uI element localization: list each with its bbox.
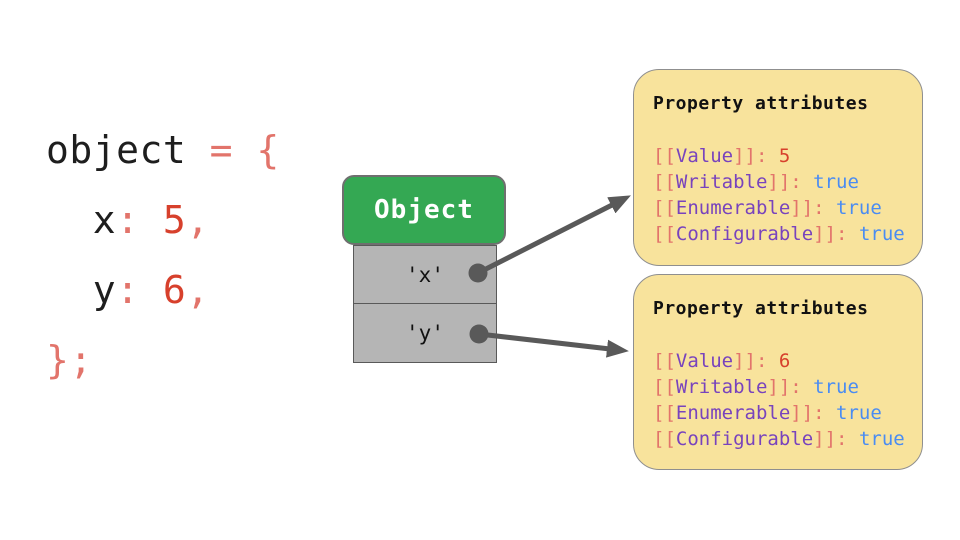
code-token: object — [46, 128, 187, 172]
code-token: 6 — [162, 268, 187, 312]
object-header: Object — [342, 175, 506, 245]
code-token: y — [46, 268, 117, 312]
attr-rows: [[Value]]: 6 [[Writable]]: true [[Enumer… — [653, 348, 912, 452]
property-attributes-card-y: Property attributes [[Value]]: 6 [[Writa… — [633, 274, 923, 470]
attr-row: [[Enumerable]]: true — [653, 195, 912, 221]
attr-bracket: ]]: — [733, 350, 779, 372]
attr-bracket: [[ — [653, 145, 676, 167]
attr-name: Enumerable — [675, 197, 791, 219]
attr-name: Writable — [675, 171, 768, 193]
attr-value: true — [813, 171, 859, 193]
attr-bracket: ]]: — [813, 428, 859, 450]
attr-name: Value — [675, 350, 734, 372]
attr-bracket: ]]: — [790, 402, 837, 424]
slot-label: 'x' — [406, 262, 444, 287]
attr-value: true — [858, 428, 905, 450]
attr-bracket: ]]: — [733, 145, 779, 167]
card-title: Property attributes — [653, 93, 869, 114]
attr-row: [[Writable]]: true — [653, 169, 912, 195]
slot-label: 'y' — [406, 320, 444, 345]
code-token: 5 — [162, 198, 187, 242]
code-line: object = { x: 5, y: 6, }; — [46, 128, 280, 382]
attr-name: Writable — [675, 376, 768, 398]
attr-bracket: ]]: — [813, 223, 859, 245]
attr-bracket: ]]: — [790, 197, 837, 219]
attr-name: Configurable — [675, 428, 814, 450]
code-token: x — [46, 198, 117, 242]
code-token: : — [116, 268, 163, 312]
attr-name: Value — [675, 145, 734, 167]
object-slot-table: 'x' 'y' — [353, 245, 497, 363]
attr-value: true — [858, 223, 905, 245]
property-slot-x: 'x' — [353, 245, 497, 304]
card-title: Property attributes — [653, 298, 869, 319]
object-title: Object — [374, 195, 474, 225]
code-token: : — [116, 198, 163, 242]
attr-bracket: [[ — [653, 376, 676, 398]
attr-value: true — [836, 402, 882, 424]
attr-bracket: ]]: — [767, 171, 814, 193]
attr-bracket: ]]: — [767, 376, 814, 398]
attr-row: [[Enumerable]]: true — [653, 400, 912, 426]
attr-row: [[Writable]]: true — [653, 374, 912, 400]
property-slot-y: 'y' — [353, 302, 497, 363]
code-token: , — [186, 268, 210, 312]
attr-bracket: [[ — [653, 350, 676, 372]
code-token: = { — [186, 128, 280, 172]
attr-name: Enumerable — [675, 402, 791, 424]
attr-value: 5 — [778, 145, 791, 167]
attr-name: Configurable — [675, 223, 814, 245]
attr-row: [[Configurable]]: true — [653, 426, 912, 452]
attr-rows: [[Value]]: 5 [[Writable]]: true [[Enumer… — [653, 143, 912, 247]
attr-value: 6 — [778, 350, 791, 372]
property-attributes-card-x: Property attributes [[Value]]: 5 [[Writa… — [633, 69, 923, 266]
code-snippet: object = { x: 5, y: 6, }; — [46, 115, 280, 395]
attr-bracket: [[ — [653, 428, 676, 450]
attr-row: [[Value]]: 5 — [653, 143, 912, 169]
attr-bracket: [[ — [653, 171, 676, 193]
attr-bracket: [[ — [653, 402, 676, 424]
attr-value: true — [813, 376, 859, 398]
code-token: }; — [46, 338, 93, 382]
code-token: , — [186, 198, 210, 242]
attr-row: [[Configurable]]: true — [653, 221, 912, 247]
pointer-arrow-y-icon — [478, 331, 629, 358]
attr-bracket: [[ — [653, 197, 676, 219]
attr-value: true — [836, 197, 882, 219]
attr-bracket: [[ — [653, 223, 676, 245]
attr-row: [[Value]]: 6 — [653, 348, 912, 374]
